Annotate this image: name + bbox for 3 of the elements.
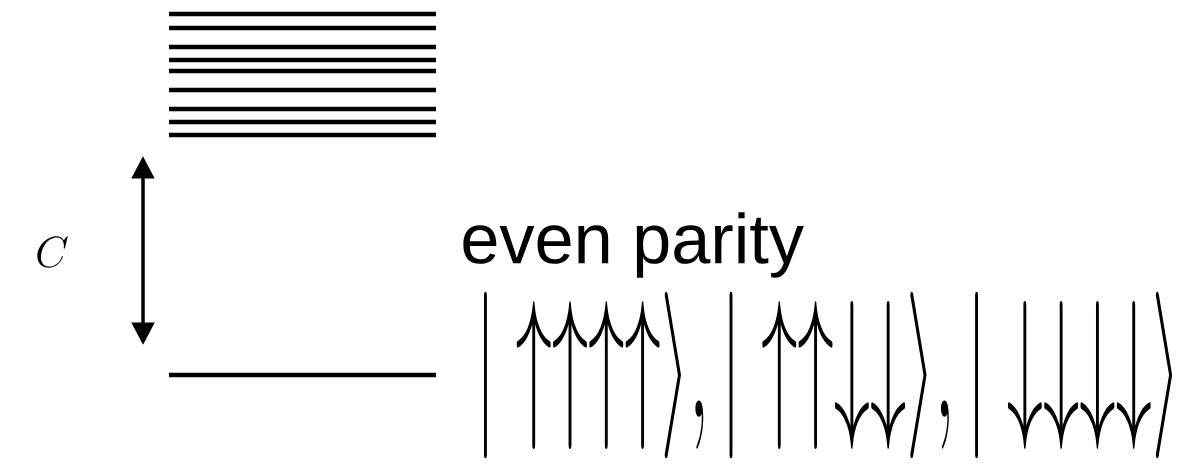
ket-states: $|\uparrow\uparrow\uparrow\uparrow\rangle, |\uparrow\uparrow\downarrow\downarrow\rangle, |\downarrow\downarrow\downarrow\downarrow\rangle$ <box>484 291 1173 459</box>
gap-label: $C$ <box>37 236 68 268</box>
state-label: even parity <box>463 212 804 278</box>
